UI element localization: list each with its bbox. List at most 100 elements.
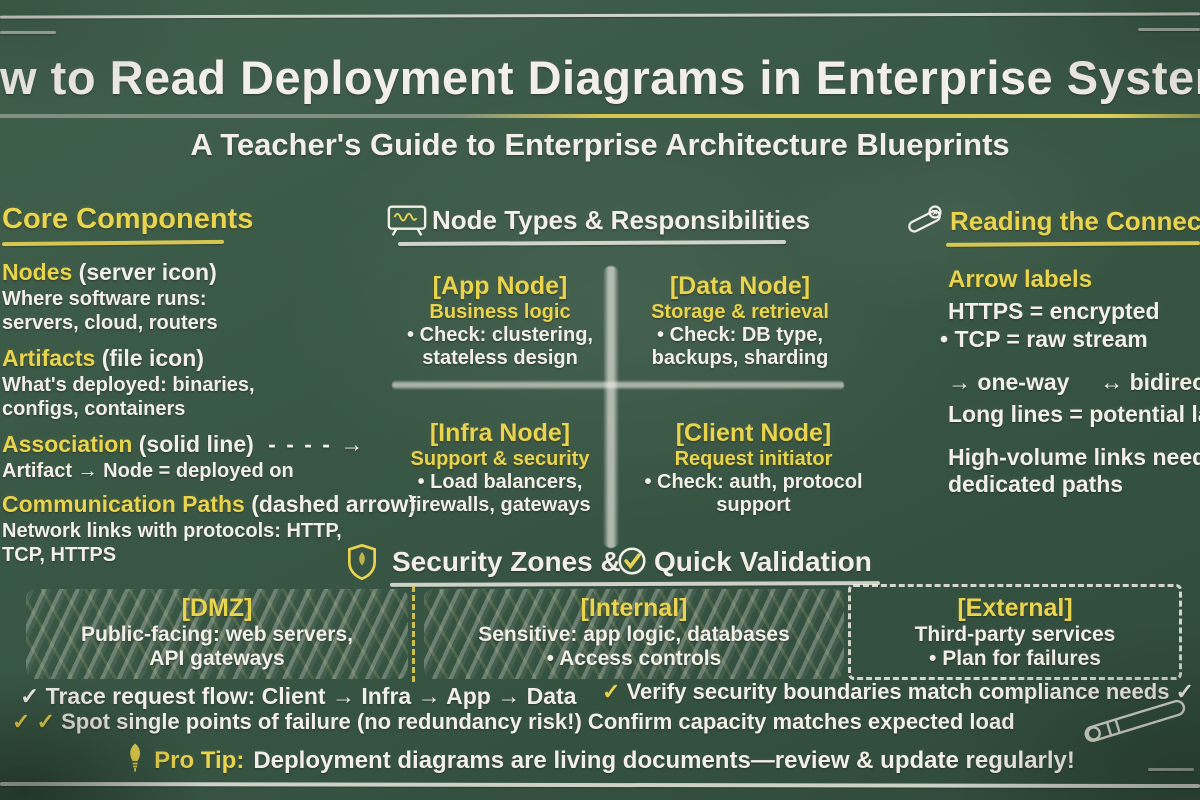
bidirectional-arrow-label: ↔ bidirectional — [1100, 369, 1200, 395]
zone-detail: Third-party services — [914, 623, 1116, 646]
quadrant-client-node: [Client Node] Request initiator • Check:… — [636, 419, 871, 518]
core-components-underline — [1, 239, 225, 247]
checkmark-icon: ✓ — [20, 683, 40, 709]
quadrant-data-node: [Data Node] Storage & retrieval • Check:… — [636, 272, 844, 371]
core-item-association: Association (solid line) - - - - → Artif… — [2, 430, 365, 483]
core-qualifier: (server icon) — [72, 259, 217, 285]
quadrant-title: [Infra Node] — [429, 419, 571, 447]
whiteboard-icon — [386, 203, 428, 244]
security-zones-heading: Security Zones & — [392, 546, 621, 577]
checklist-trace-flow: ✓ Trace request flow: Client → Infra → A… — [20, 683, 576, 710]
quadrant-title: [Data Node] — [669, 272, 811, 300]
core-term: Association — [2, 431, 133, 457]
page-title: How to Read Deployment Diagrams in Enter… — [0, 51, 1200, 104]
chalk-stick-drawing — [1076, 690, 1200, 757]
core-detail: configs, containers — [2, 398, 186, 421]
quadrant-title: [App Node] — [432, 272, 568, 300]
quadrant-subtitle: Storage & retrieval — [651, 300, 829, 323]
quadrant-title: [Client Node] — [675, 419, 832, 447]
arrow-direction-line: → one-way ↔ bidirectional — [948, 369, 1200, 396]
core-qualifier: (dashed arrow) — [244, 491, 417, 517]
bottom-chalk-line — [0, 781, 1200, 789]
checkmark-icon: ✓ ✓ — [12, 709, 55, 734]
checklist-failure-capacity: ✓ ✓ Spot single points of failure (no re… — [12, 709, 1015, 735]
core-item-communication-paths: Communication Paths (dashed arrow) Netwo… — [2, 490, 416, 568]
bottom-right-chalk-mark — [1148, 768, 1194, 771]
zone-dmz: [DMZ] Public-facing: web servers, API ga… — [26, 589, 408, 679]
core-qualifier: (file icon) — [95, 345, 204, 371]
quadrant-detail: • Check: DB type, — [657, 323, 823, 346]
quadrant-detail: firewalls, gateways — [409, 494, 591, 517]
zone-name: [External] — [957, 594, 1073, 622]
zone-detail: Sensitive: app logic, databases — [478, 623, 790, 646]
quadrant-detail: • Check: clustering, — [407, 323, 593, 346]
checkmark-icon: ✓ — [1175, 679, 1194, 704]
node-types-heading: Node Types & Responsibilities — [432, 205, 811, 235]
quadrant-divider-horizontal — [392, 380, 844, 390]
quadrant-divider-vertical — [603, 266, 619, 548]
zone-detail: API gateways — [149, 647, 285, 671]
latency-note: Long lines = potential latency — [948, 401, 1200, 427]
zone-detail: • Plan for failures — [929, 647, 1101, 671]
connections-detail: HTTPS = encrypted — [948, 298, 1160, 324]
zone-detail: • Access controls — [546, 647, 722, 671]
security-heading-underline — [389, 581, 881, 587]
connections-underline — [945, 241, 1200, 247]
page-subtitle: A Teacher's Guide to Enterprise Architec… — [190, 127, 1010, 162]
core-term: Artifacts — [2, 345, 96, 371]
pro-tip-label: Pro Tip: — [154, 746, 245, 774]
lightbulb-icon — [125, 742, 145, 779]
volume-note: High-volume links need — [948, 444, 1200, 470]
zone-detail: Public-facing: web servers, — [81, 623, 353, 646]
zone-name: [Internal] — [580, 594, 688, 622]
top-right-chalk-mark — [1138, 28, 1200, 31]
core-term: Communication Paths — [2, 491, 245, 517]
core-detail: What's deployed: binaries, — [2, 373, 255, 396]
node-types-underline — [397, 239, 787, 247]
zone-divider-dashed — [412, 586, 415, 682]
quadrant-detail: • Load balancers, — [417, 470, 583, 493]
chalk-pencil-icon — [903, 203, 947, 244]
pro-tip: Pro Tip: Deployment diagrams are living … — [125, 742, 1075, 779]
shield-icon — [346, 543, 378, 586]
top-chalk-line — [0, 12, 1200, 19]
checklist-verify-boundaries: ✓ Verify security boundaries match compl… — [602, 679, 1194, 705]
core-detail: servers, cloud, routers — [2, 312, 218, 335]
zone-external: [External] Third-party services • Plan f… — [848, 584, 1182, 680]
pro-tip-text: Deployment diagrams are living documents… — [253, 746, 1075, 774]
core-detail: Where software runs: — [2, 287, 207, 310]
quadrant-subtitle: Support & security — [410, 447, 590, 470]
quadrant-detail: stateless design — [422, 347, 578, 370]
zone-name: [DMZ] — [181, 594, 253, 622]
quadrant-detail: backups, sharding — [651, 347, 829, 370]
checkmark-icon: ✓ — [602, 679, 621, 704]
quick-validation-heading: Quick Validation — [654, 546, 872, 577]
checklist-text: Trace request flow: Client → Infra → App… — [45, 683, 577, 709]
quadrant-infra-node: [Infra Node] Support & security • Load b… — [396, 419, 604, 518]
core-components-heading: Core Components — [2, 203, 254, 235]
core-term: Nodes — [2, 259, 73, 285]
top-left-chalk-mark — [0, 31, 56, 34]
volume-note: dedicated paths — [948, 471, 1124, 497]
zone-internal: [Internal] Sensitive: app logic, databas… — [424, 589, 844, 679]
quadrant-app-node: [App Node] Business logic • Check: clust… — [396, 272, 604, 371]
quadrant-subtitle: Business logic — [429, 300, 571, 323]
quadrant-detail: • Check: auth, protocol — [644, 470, 863, 493]
one-way-arrow-label: → one-way — [948, 369, 1070, 395]
core-item-artifacts: Artifacts (file icon) What's deployed: b… — [2, 344, 255, 422]
checklist-text: Verify security boundaries match complia… — [626, 679, 1170, 704]
quadrant-detail: support — [716, 494, 791, 517]
quadrant-subtitle: Request initiator — [674, 447, 833, 470]
title-underline — [0, 114, 1200, 118]
core-detail: TCP, HTTPS — [2, 544, 117, 567]
core-item-nodes: Nodes (server icon) Where software runs:… — [2, 258, 218, 336]
core-detail: Artifact → Node = deployed on — [2, 459, 294, 482]
core-qualifier: (solid line) — [132, 431, 254, 457]
connections-detail: • TCP = raw stream — [940, 326, 1148, 352]
check-circle-icon — [616, 545, 648, 582]
arrow-labels-title: Arrow labels — [948, 266, 1093, 293]
checklist-text: Spot single points of failure (no redund… — [61, 709, 1015, 734]
dashed-arrow-icon: - - - - → — [268, 431, 366, 457]
connections-heading: Reading the Connections — [950, 206, 1200, 236]
